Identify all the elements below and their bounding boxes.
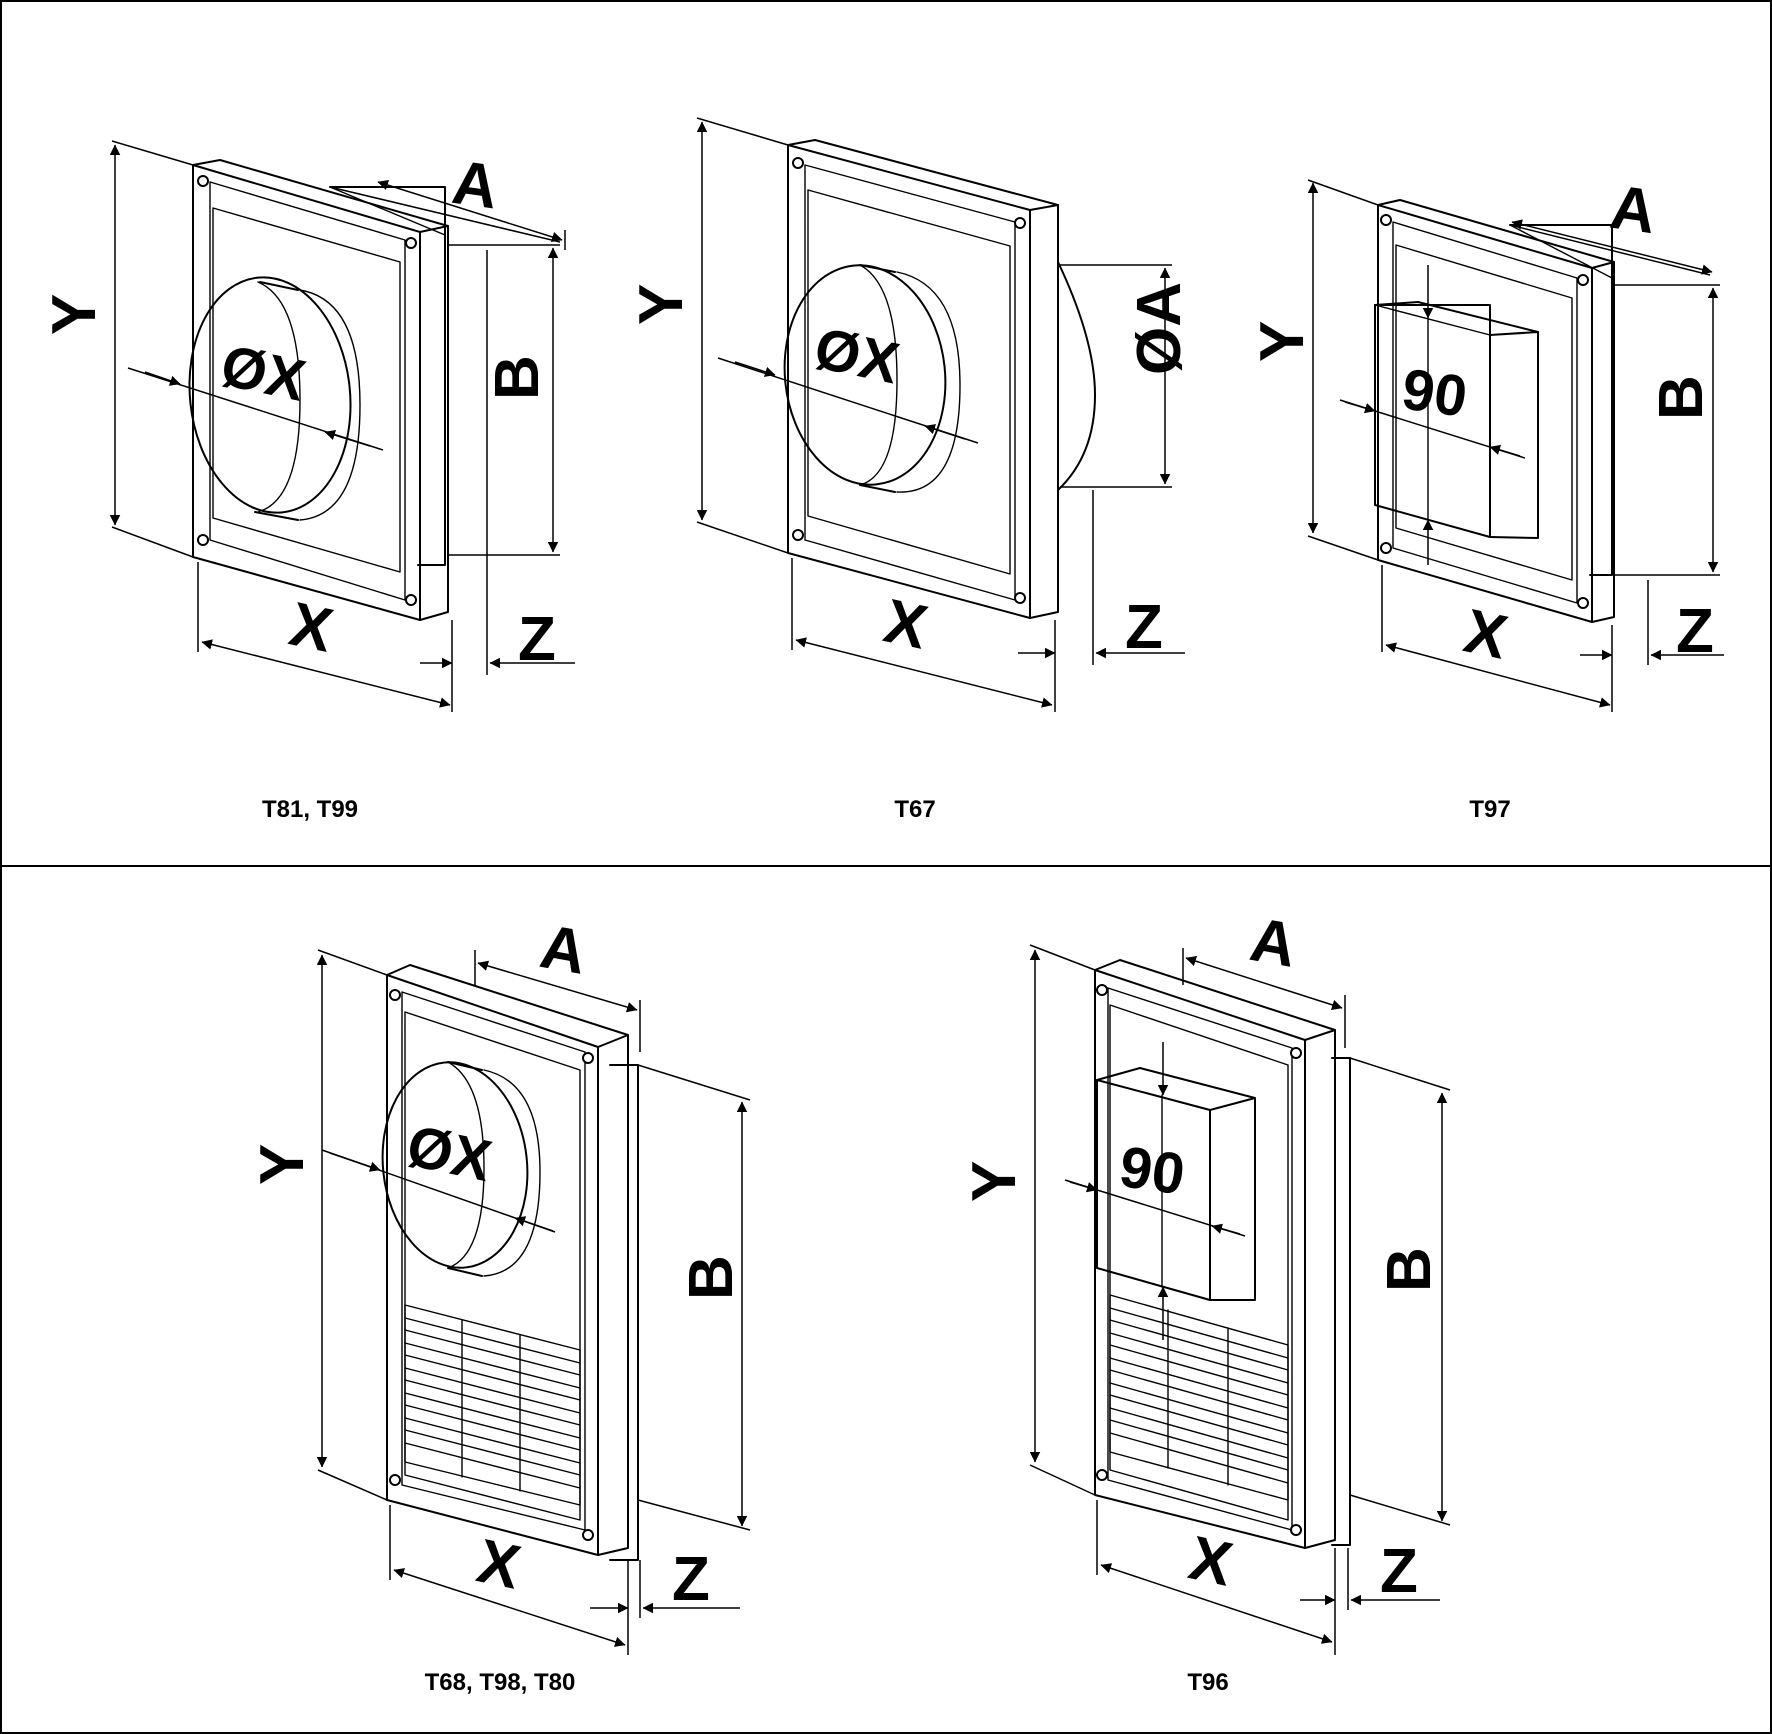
dimension-b-label: B (483, 355, 552, 400)
dimension-y-label-t67: Y (627, 284, 696, 325)
caption-t96: T96 (1187, 1669, 1228, 1696)
dimension-a-label-t96: A (1245, 905, 1301, 981)
dimension-y-label: Y (40, 294, 109, 335)
caption-t97: T97 (1469, 796, 1510, 823)
dimension-x-label-t97: X (1458, 597, 1513, 673)
dimension-y-label-t68: Y (248, 1144, 317, 1185)
dimension-y-label-t96: Y (960, 1161, 1029, 1202)
dimension-z-label-t97: Z (1676, 597, 1714, 666)
dimension-b-label-t97: B (1647, 375, 1716, 420)
caption-t81-t99: T81, T99 (262, 796, 358, 823)
dimension-z-label-t67: Z (1125, 593, 1163, 662)
rect-spigot-label-t96: 90 (1116, 1134, 1189, 1207)
dimension-x-label-t68: X (471, 1527, 526, 1603)
drawing-t81-t99: ØX Y A B X Z T81, T99 (40, 140, 575, 823)
dimension-z-label: Z (518, 605, 556, 674)
round-spigot-label-t68: ØX (402, 1113, 498, 1194)
louver-grille-t96 (1109, 1294, 1289, 1501)
caption-t68-t98-t80: T68, T98, T80 (425, 1669, 576, 1696)
round-spigot-label: ØX (216, 333, 312, 414)
rect-spigot-label: 90 (1398, 356, 1471, 429)
drawing-t67: ØA ØX Y X Z T67 (627, 117, 1194, 823)
drawing-t97: 90 Y A B X Z T97 (1248, 173, 1724, 823)
dimension-b-label-t96: B (1375, 1247, 1444, 1292)
dimension-z-label-t68: Z (672, 1545, 710, 1614)
dimension-a-label-t68: A (535, 912, 591, 988)
dimension-x-label: X (284, 590, 339, 666)
dimension-z-label-t96: Z (1380, 1537, 1418, 1606)
dimension-x-label-t67: X (878, 587, 933, 663)
dimension-y-label-t97: Y (1248, 321, 1317, 362)
dimension-x-label-t96: X (1183, 1524, 1238, 1600)
dimension-a-label-t97: A (1606, 173, 1660, 248)
caption-t67: T67 (894, 796, 935, 823)
round-outlet-label: ØA (1125, 282, 1194, 375)
drawing-t96: 90 Y A B (960, 905, 1451, 1696)
round-spigot-label-t67: ØX (809, 315, 905, 396)
drawing-t68-t98-t80: ØX Y A B (248, 912, 751, 1696)
dimension-b-label-t68: B (677, 1255, 746, 1300)
dimension-a-label: A (448, 148, 502, 223)
louver-grille (404, 1304, 581, 1506)
